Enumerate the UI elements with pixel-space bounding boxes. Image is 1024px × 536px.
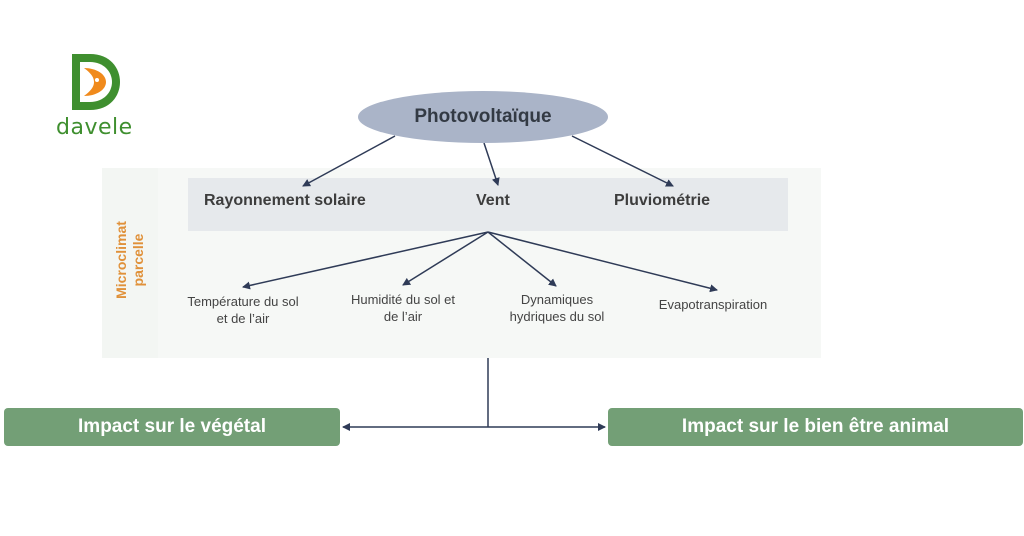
subfactor-evapotranspiration-line1: Evapotranspiration <box>658 297 768 312</box>
impact-animal-box: Impact sur le bien être animal <box>608 408 1023 446</box>
arrow-to-dynamiques <box>487 231 557 287</box>
subfactor-humidite: Humidité du sol et de l’air <box>328 291 478 325</box>
impact-vegetal-label: Impact sur le végétal <box>78 416 266 437</box>
arrow-to-vent <box>483 142 500 186</box>
arrow-to-humidite <box>402 231 489 286</box>
subfactor-humidite-line2: de l’air <box>383 309 423 324</box>
arrow-to-rayonnement <box>302 135 396 187</box>
arrow-to-temperature <box>242 231 489 290</box>
arrow-to-pluviometrie <box>571 135 674 187</box>
logo-text: davele <box>56 115 133 140</box>
factor-pluviometrie: Pluviométrie <box>614 192 711 209</box>
impact-vegetal-box: Impact sur le végétal <box>4 408 340 446</box>
subfactor-temperature: Température du sol et de l’air <box>168 293 318 327</box>
subfactor-dynamiques-line1: Dynamiques <box>520 292 594 307</box>
impact-animal-label: Impact sur le bien être animal <box>681 416 950 437</box>
arrow-to-evapotranspiration <box>487 231 718 293</box>
subfactor-dynamiques: Dynamiques hydriques du sol <box>482 291 632 325</box>
microclimat-side-panel <box>102 168 158 358</box>
subfactor-evapotranspiration: Evapotranspiration <box>638 296 788 313</box>
node-photovoltaique: Photovoltaïque <box>358 91 608 143</box>
subfactor-temperature-line2: et de l’air <box>216 311 270 326</box>
factor-vent: Vent <box>476 192 510 209</box>
davele-logo-d-icon <box>66 50 124 114</box>
node-photovoltaique-label: Photovoltaïque <box>414 106 552 127</box>
subfactor-temperature-line1: Température du sol <box>187 294 299 309</box>
subfactor-dynamiques-line2: hydriques du sol <box>509 309 605 324</box>
factor-bar <box>188 178 788 231</box>
subfactor-humidite-line1: Humidité du sol et <box>350 292 456 307</box>
factor-rayonnement-solaire: Rayonnement solaire <box>204 192 366 209</box>
